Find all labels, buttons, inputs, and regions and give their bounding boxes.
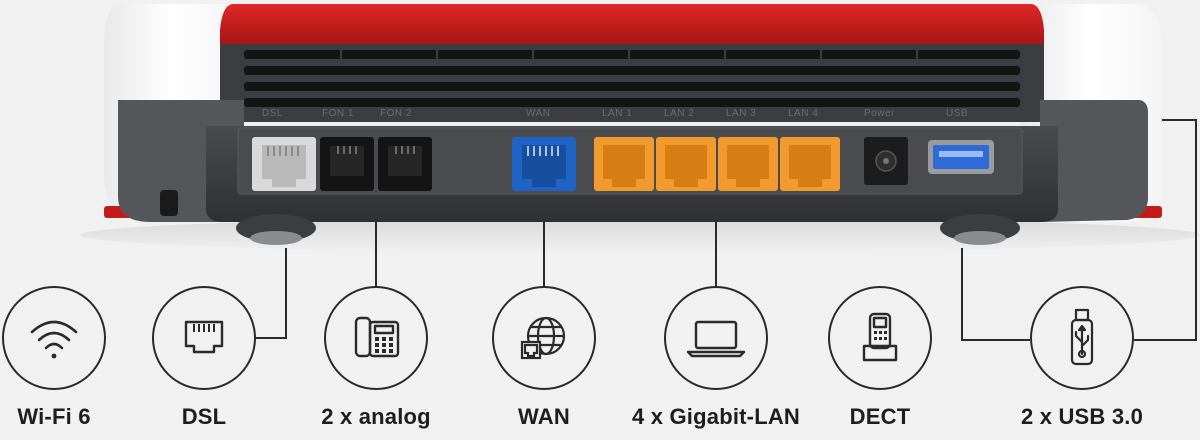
feature-circle [492, 286, 596, 390]
feature-lan: 4 x Gigabit-LAN [632, 286, 800, 430]
fon-2-port [378, 137, 432, 191]
usb-stick-icon [1070, 308, 1094, 366]
port-label-power: Power [864, 108, 895, 119]
wifi-icon [30, 320, 78, 359]
port-label-wan: WAN [526, 108, 551, 119]
dsl-port [252, 137, 316, 191]
red-top-cover [220, 4, 1044, 48]
feature-label: Wi-Fi 6 [17, 404, 91, 429]
port-label-fon-2: FON 2 [380, 108, 412, 119]
port-label-lan-2: LAN 2 [664, 108, 695, 119]
feature-circle [664, 286, 768, 390]
globe-network-icon [520, 316, 566, 360]
lan-ports [594, 137, 840, 191]
feature-analog: 2 x analog [301, 286, 451, 430]
cordless-phone-icon [862, 312, 898, 362]
port-label-lan-4: LAN 4 [788, 108, 819, 119]
floor-shadow [80, 217, 1200, 253]
feature-wifi: Wi-Fi 6 [0, 286, 129, 430]
port-label-fon-1: FON 1 [322, 108, 354, 119]
feature-label: DSL [181, 404, 227, 429]
feature-circle [2, 286, 106, 390]
laptop-icon [686, 320, 746, 358]
left-cable-clip [160, 190, 178, 216]
feature-usb: 2 x USB 3.0 [1007, 286, 1157, 430]
fon-1-port [320, 137, 374, 191]
feature-label: 4 x Gigabit-LAN [632, 404, 801, 429]
feature-circle [152, 286, 256, 390]
telephone-icon [354, 316, 400, 358]
feature-dsl: DSL [129, 286, 279, 430]
feature-label: 2 x analog [321, 404, 431, 429]
port-label-usb: USB [946, 108, 969, 119]
feature-label: 2 x USB 3.0 [1020, 404, 1144, 429]
lan-4-port [780, 137, 840, 191]
dsl-port-icon [184, 320, 224, 354]
right-grey-wing [1040, 100, 1148, 222]
lan-2-port [656, 137, 716, 191]
feature-wan: WAN [469, 286, 619, 430]
port-label-lan-1: LAN 1 [602, 108, 633, 119]
lan-1-port [594, 137, 654, 191]
power-jack [864, 137, 908, 185]
feature-circle [324, 286, 428, 390]
feature-circle [828, 286, 932, 390]
feature-dect: DECT [805, 286, 955, 430]
port-label-lan-3: LAN 3 [726, 108, 757, 119]
lan-3-port [718, 137, 778, 191]
usb-port [928, 140, 994, 174]
feature-label: WAN [518, 404, 570, 429]
wan-port [512, 137, 576, 191]
feature-circle [1030, 286, 1134, 390]
feature-label: DECT [849, 404, 911, 429]
port-label-dsl: DSL [262, 108, 283, 119]
